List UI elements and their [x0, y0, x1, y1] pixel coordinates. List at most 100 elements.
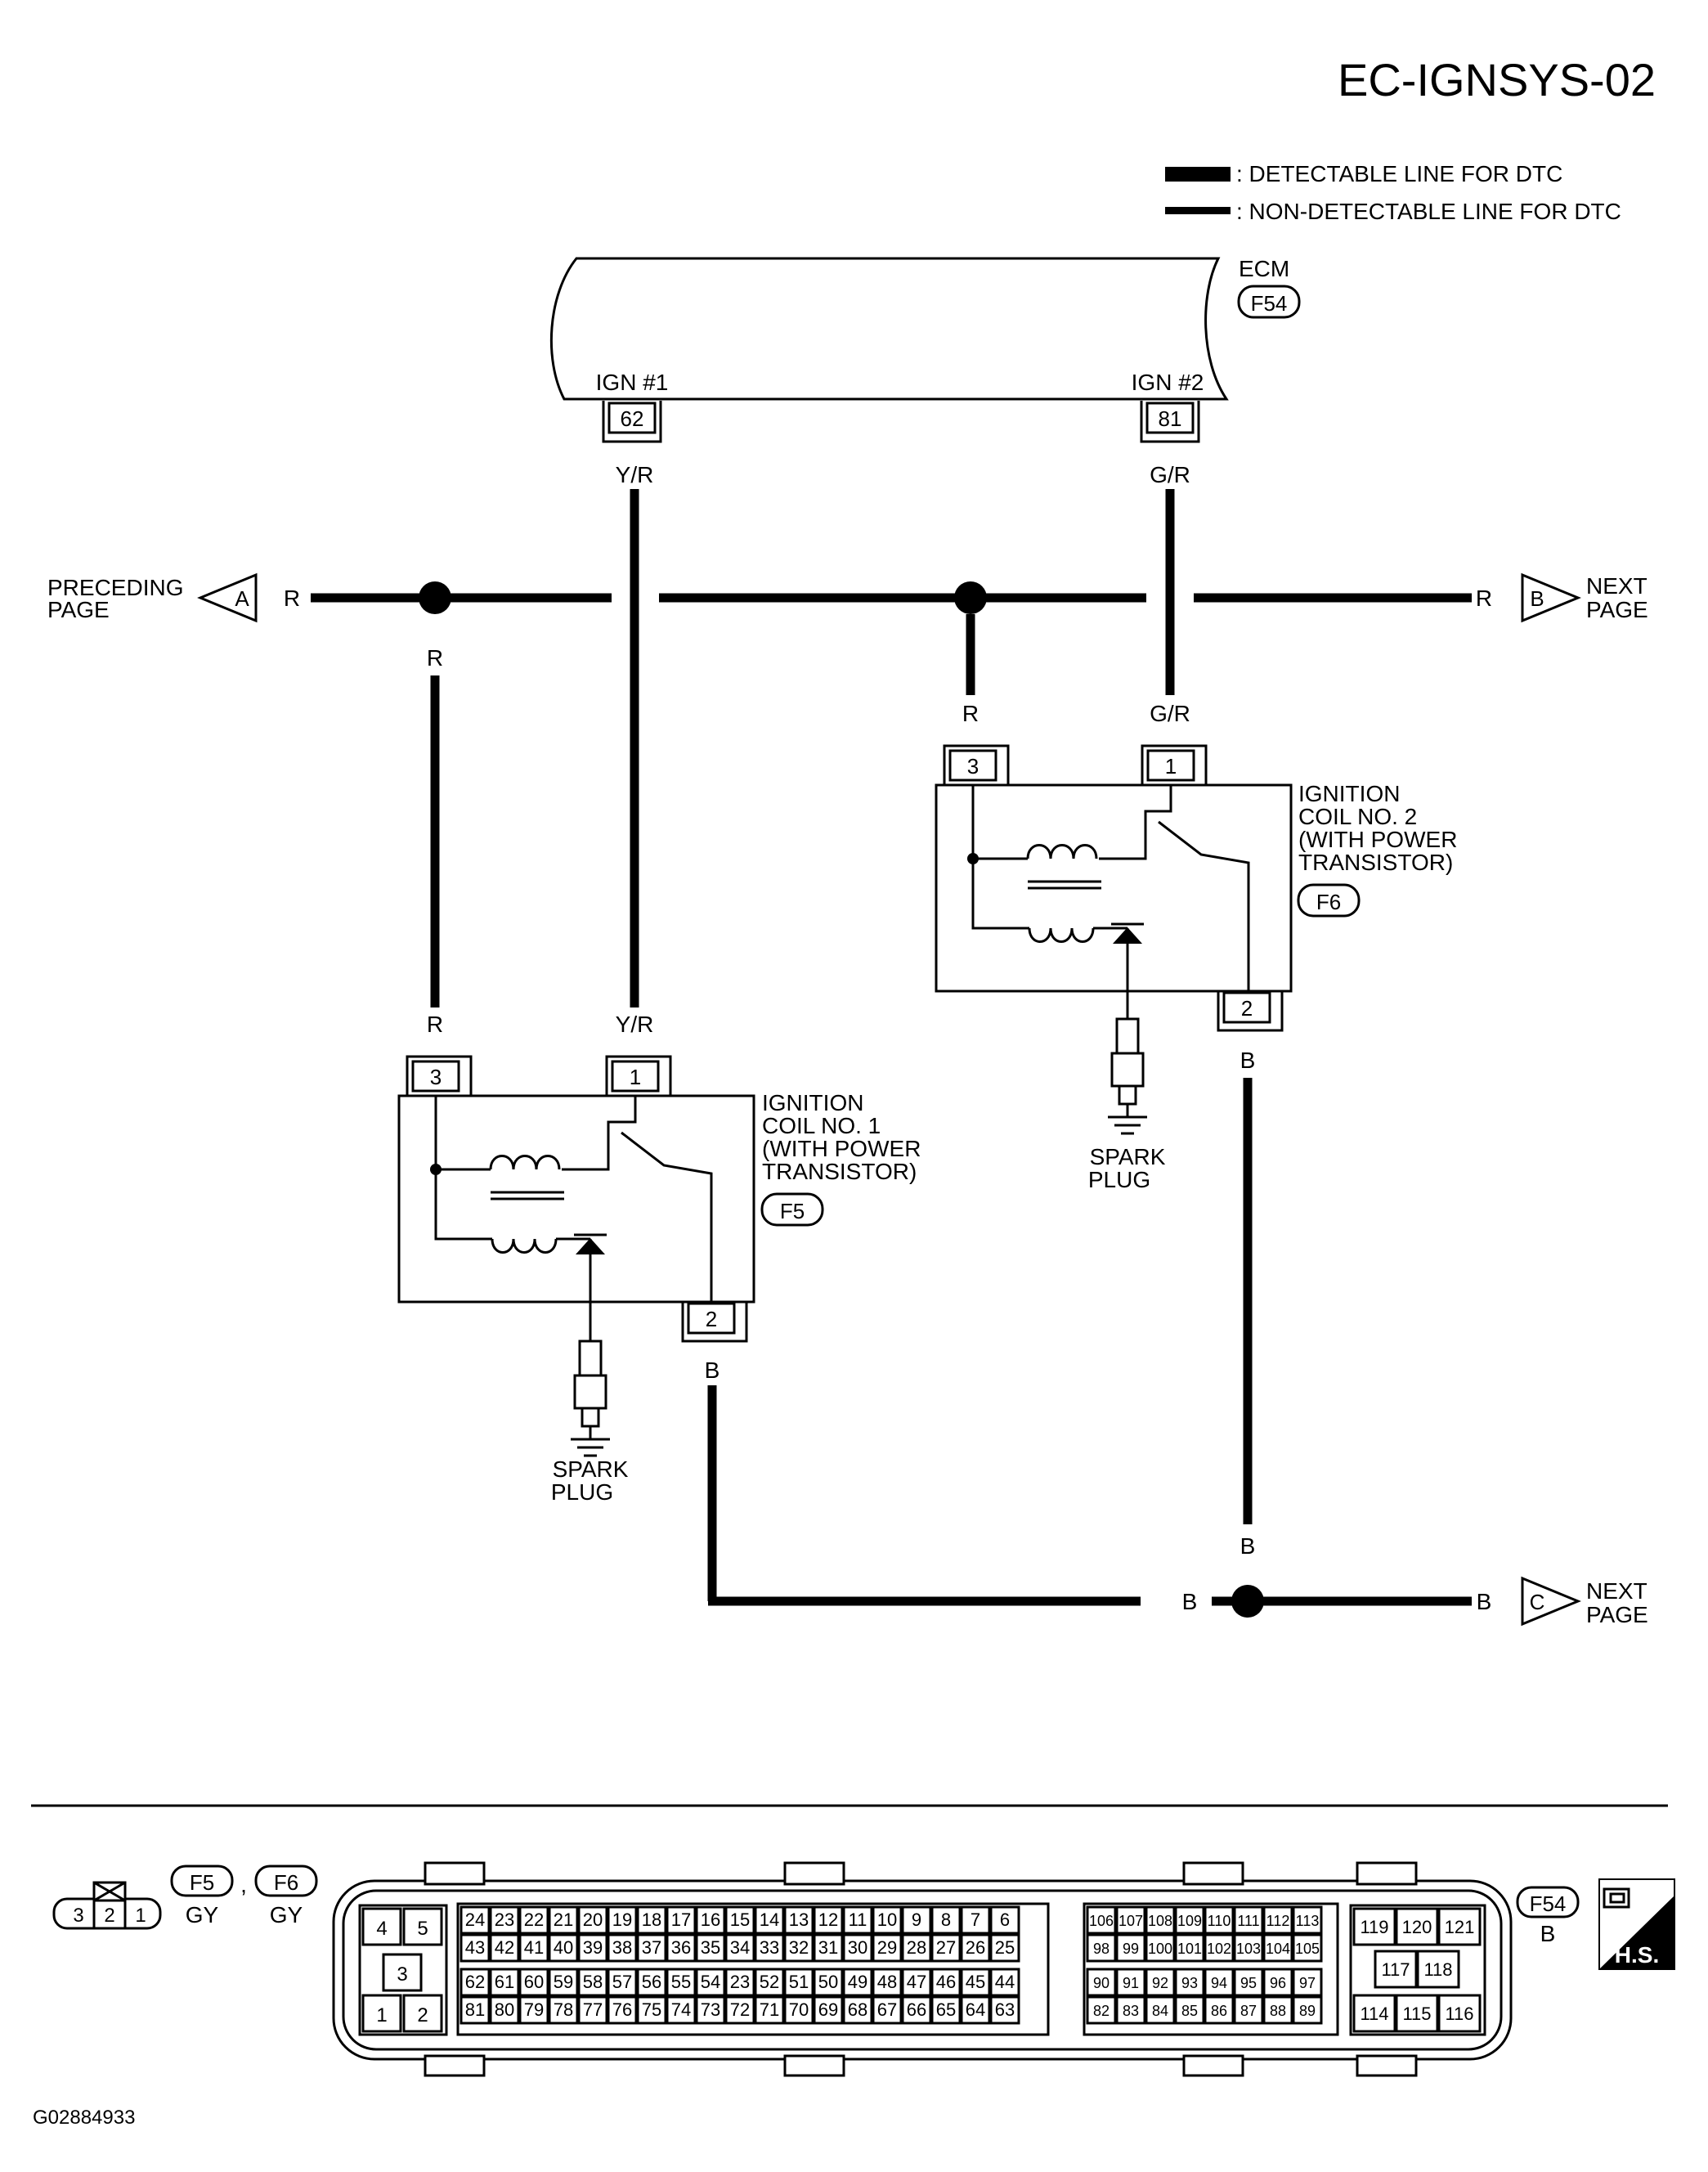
ecm-face-pin: 96 [1270, 1975, 1286, 1991]
ecm-face-pin: 92 [1152, 1975, 1168, 1991]
connector-views: 3 2 1 F5 GY , F6 GY [52, 1861, 1675, 2077]
f5-color: GY [186, 1902, 219, 1927]
ecm-face-pin: 4 [376, 1918, 387, 1940]
ecm-face-pin-cell [666, 1995, 697, 2025]
ecm-face-pin-cell [901, 1933, 932, 1963]
next-page-c-label-1: NEXT [1586, 1578, 1647, 1604]
wire-label-yr-bottom: Y/R [616, 1012, 654, 1037]
ecm-face-pin-cell [1204, 1968, 1235, 1997]
f54-color: B [1540, 1921, 1556, 1946]
ecm-face-pin: 22 [524, 1909, 544, 1930]
ecm-face-pin: 107 [1118, 1913, 1143, 1929]
ecm-face-pin: 32 [789, 1937, 809, 1958]
ecm-pin-81 [1145, 402, 1195, 434]
ecm-face-pin-cell [518, 1968, 549, 1997]
blockB-frame [456, 1902, 1050, 2036]
f5-connector-id: F5 [190, 1870, 214, 1895]
ecm-face-pin-cell [1174, 1968, 1205, 1997]
ecm-face-pin-cell [1145, 1995, 1176, 2025]
ecm-face-pin: 36 [671, 1937, 691, 1958]
ecm-face-pin: 25 [995, 1937, 1015, 1958]
ecm-face-pin-cell [518, 1995, 549, 2025]
ecm-face-pin: 60 [524, 1972, 544, 1992]
ecm-face-pin-cell [489, 1968, 520, 1997]
ecm-face-pin-cell [695, 1905, 726, 1935]
ignition-coil-1: 3 1 2 SPARK PLUG IG [397, 1055, 921, 1505]
ecm-face-pin: 49 [848, 1972, 867, 1992]
coil1-pin-3 [411, 1060, 460, 1093]
ecm-face-pin-cell [460, 1995, 491, 2025]
ecm-face-pin: 70 [789, 1999, 809, 2020]
non-detectable-line-sample [1165, 207, 1231, 214]
ecm-face-pin-cell [813, 1995, 844, 2025]
ecm-face-pin-cell [1262, 1968, 1293, 1997]
ecm-face-pin: 88 [1270, 2003, 1286, 2019]
ecm-face-pin: 94 [1211, 1975, 1227, 1991]
coil1-pin-2-label: 2 [706, 1307, 717, 1331]
link-next-c[interactable]: B C NEXT PAGE [1477, 1576, 1648, 1627]
wire-label-r-drop2: R [962, 701, 979, 726]
link-next-b[interactable]: R B NEXT PAGE [1476, 572, 1648, 623]
link-preceding-a[interactable]: PRECEDING PAGE A R [47, 572, 300, 623]
link-c-wire: B [1477, 1589, 1492, 1614]
ecm-face-pin: 15 [730, 1909, 750, 1930]
ecm-face-pin-cell [754, 1933, 785, 1963]
coil1-pin-1 [611, 1060, 660, 1093]
ecm-face-pin: 111 [1237, 1913, 1259, 1929]
ecm-face-pin: 17 [671, 1909, 691, 1930]
coil1-name-1: IGNITION [762, 1090, 863, 1115]
ecm-face-pin-cell [724, 1905, 755, 1935]
ecm-face-pin-cell [901, 1968, 932, 1997]
ecm-face-pin-cell [1115, 1905, 1146, 1935]
coil1-name-4: TRANSISTOR) [762, 1159, 917, 1184]
small-pin-1: 1 [135, 1905, 146, 1927]
ecm-face-pin: 105 [1295, 1941, 1320, 1957]
link-c-letter: C [1530, 1590, 1545, 1614]
ecm-face-pin: 112 [1266, 1913, 1290, 1929]
link-b-letter: B [1530, 586, 1544, 611]
ecm-face-pin-cell [1174, 1995, 1205, 2025]
ecm-face-pin: 67 [877, 1999, 897, 2020]
wire-label-r-drop1-bottom: R [427, 1012, 443, 1037]
ecm-face-pin-cell [577, 1905, 608, 1935]
ecm-ign2-label: IGN #2 [1132, 370, 1204, 395]
ecm-face-pin: 58 [583, 1972, 603, 1992]
ecm-face-pin: 29 [877, 1937, 897, 1958]
ecm-face-pin-cell [842, 1995, 873, 2025]
ecm-face-pin: 77 [583, 1999, 603, 2020]
ecm-face-pin: 2 [417, 2004, 428, 2026]
ecm-face-pin: 110 [1208, 1913, 1231, 1929]
ecm-face-pin: 63 [995, 1999, 1015, 2020]
coil2-connector-badge [1297, 883, 1361, 918]
ecm-face-pin: 95 [1240, 1975, 1257, 1991]
ecm-face-pin: 16 [701, 1909, 720, 1930]
ecm-face-pin-cell [548, 1995, 579, 2025]
coil1-diode [576, 1238, 605, 1254]
ecm-face-pin: 41 [524, 1937, 544, 1958]
ecm-face-pin-cell [1292, 1995, 1323, 2025]
ecm-face-pin: 104 [1266, 1941, 1290, 1957]
ecm-face-pin: 10 [877, 1909, 897, 1930]
ecm-face-pin-cell [960, 1905, 991, 1935]
ecm-face-pin: 106 [1089, 1913, 1114, 1929]
coil2-pin-3-label: 3 [967, 754, 979, 779]
ecm-face-pin: 74 [671, 1999, 691, 2020]
coil2-diode [1113, 927, 1142, 944]
coil1-secondary-winding [491, 1238, 558, 1254]
ecm-face-pin-cell [1115, 1995, 1146, 2025]
spark-plug-1-icon [571, 1325, 610, 1457]
ecm-face-pin: 99 [1123, 1941, 1139, 1957]
ecm-face-pin: 44 [995, 1972, 1015, 1992]
ecm-ign1-label: IGN #1 [596, 370, 669, 395]
ecm-face-pin-cell [813, 1905, 844, 1935]
ecm-face-pin-cell [960, 1995, 991, 2025]
f6-connector-id: F6 [274, 1870, 298, 1895]
ecm-face-pin: 82 [1093, 2003, 1110, 2019]
ecm-face-pin: 66 [907, 1999, 926, 2020]
coil2-pin-2 [1222, 991, 1271, 1024]
ecm-face-pin: 9 [912, 1909, 921, 1930]
f54-connector-id: F54 [1530, 1892, 1567, 1916]
ecm-face-pin-cell [724, 1933, 755, 1963]
